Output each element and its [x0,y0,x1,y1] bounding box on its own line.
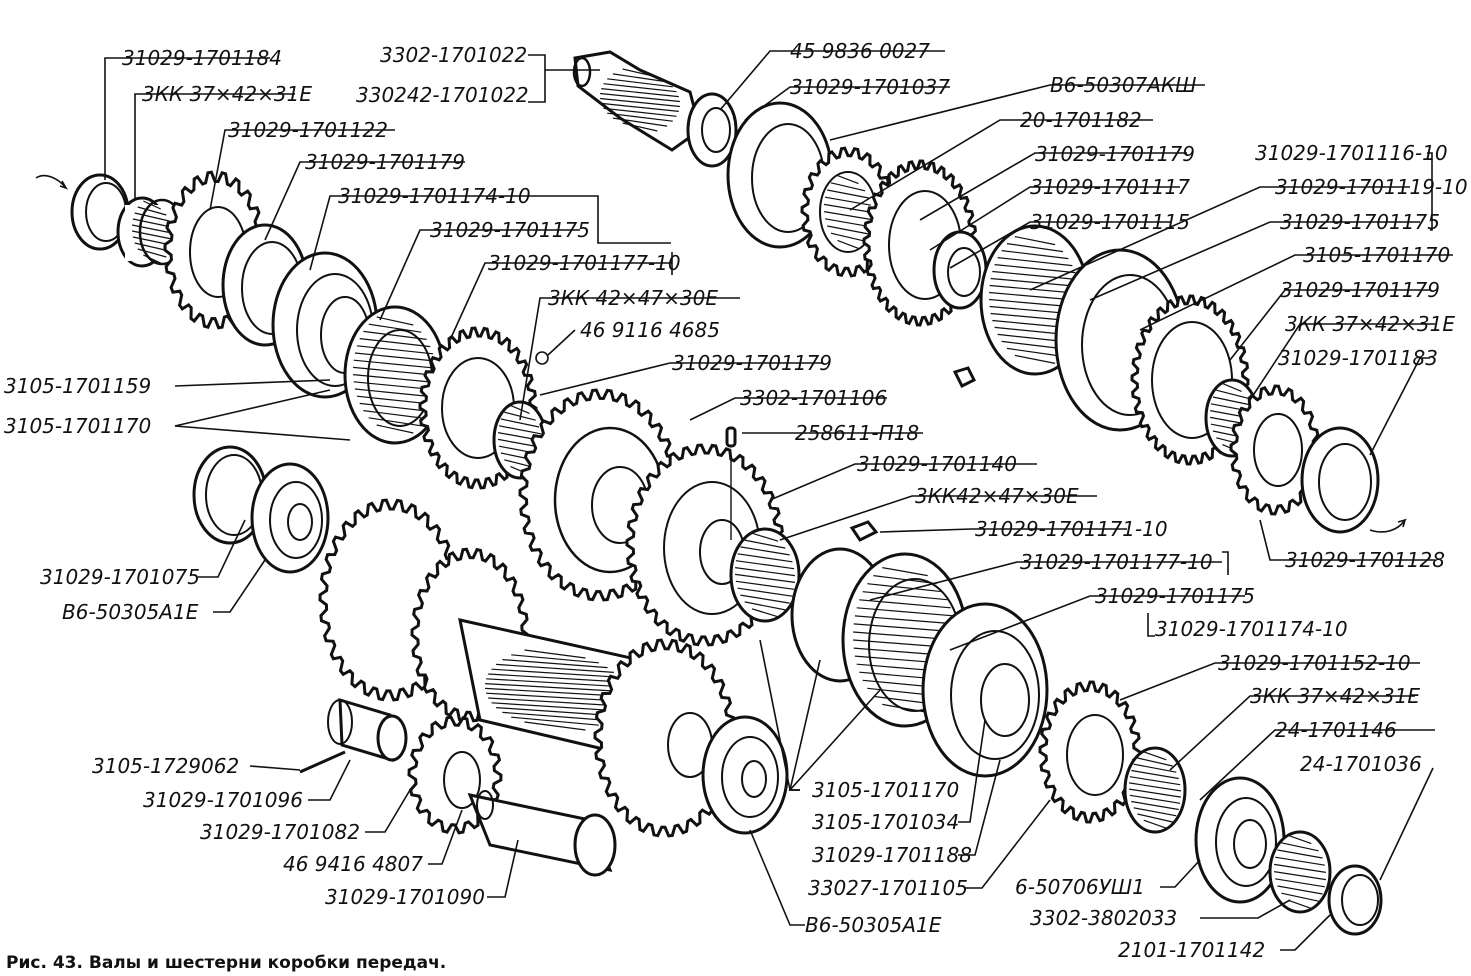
label-l41: 3105-1701170 [4,414,151,438]
label-l15: 31029-1701171-10 [975,517,1168,541]
label-l28: 20-1701182 [1020,108,1142,132]
label-l31: 31029-1701115 [1030,210,1190,234]
threaded-sleeve [1268,830,1332,914]
label-l06: 31029-1701175 [430,218,590,242]
label-l29: 31029-1701179 [1035,142,1195,166]
label-l38: 31029-1701183 [1278,346,1438,370]
needle-bearing-4 [1123,746,1187,834]
label-l44: 3105-1729062 [92,754,239,778]
needle-bearing-3 [729,527,801,623]
splined-ring-1701128 [1300,426,1407,534]
label-l53: 33027-1701105 [808,876,968,900]
gear-1701183 [1229,384,1321,516]
label-l08: 3КК 42×47×30Е [548,286,718,310]
label-l33: 31029-1701119-10 [1275,175,1468,199]
label-l51: 3105-1701034 [812,810,959,834]
label-l35: 3105-1701170 [1303,243,1450,267]
label-l17: 31029-1701175 [1095,584,1255,608]
snap-ring-left [35,173,130,251]
snap-ring-bottom [1327,864,1383,936]
synchro-pack-2 [790,547,1049,778]
label-l19: 31029-1701152-10 [1218,651,1411,675]
label-l22: 24-1701036 [1300,752,1422,776]
label-l05: 31029-1701174-10 [338,184,531,208]
label-l52: 31029-1701188 [812,843,972,867]
label-l39: 31029-1701128 [1285,548,1445,572]
label-l13: 31029-1701140 [857,452,1017,476]
bearing-ring-top [686,92,738,168]
label-l50: 3105-1701170 [812,778,959,802]
parts-illustration [35,50,1407,936]
label-l26: 31029-1701037 [790,75,950,99]
label-l07: 31029-1701177-10 [488,251,681,275]
idler-bushing [299,697,408,774]
label-l25: 45 9836 0027 [790,39,930,63]
label-l02: 3КК 37×42×31Е [142,82,312,106]
label-l45: 31029-1701096 [143,788,303,812]
label-l37: 3КК 37×42×31Е [1285,312,1455,336]
label-l34: 31029-1701175 [1280,210,1440,234]
label-l14: 3КК42×47×30Е [915,484,1079,508]
ball-bearing-50305-left [250,462,330,574]
label-l49: В6-50305А1Е [805,913,942,937]
label-l01: 31029-1701184 [122,46,282,70]
part-number-labels: 31029-1701184 3КК 37×42×31Е 31029-170112… [4,39,1468,973]
label-l03: 31029-1701122 [228,118,388,142]
label-l21: 24-1701146 [1275,718,1397,742]
label-l04: 31029-1701179 [305,150,465,174]
label-l56: 2101-1701142 [1118,938,1265,962]
label-l24: 330242-1701022 [356,83,529,107]
block-1701171 [849,520,879,542]
figure-caption: Рис. 43. Валы и шестерни коробки передач… [6,953,446,973]
label-l09: 46 9116 4685 [580,318,720,342]
countershaft-gears [318,498,737,838]
ball-bearing-50305-right [701,715,789,835]
synchro-ring-group-1 [221,223,379,399]
label-l16: 31029-1701177-10 [1020,550,1213,574]
label-l10: 31029-1701179 [672,351,832,375]
label-l43: В6-50305А1Е [62,600,199,624]
label-l27: В6-50307АКШ [1050,73,1197,97]
label-l54: 6-50706УШ1 [1015,875,1145,899]
label-l55: 3302-3802033 [1030,906,1177,930]
label-l48: 31029-1701090 [325,885,485,909]
label-l47: 46 9416 4807 [283,852,423,876]
label-l12: 258611-П18 [795,421,919,445]
label-l30: 31029-1701117 [1030,175,1190,199]
label-l46: 31029-1701082 [200,820,360,844]
gear-1701152 [1038,680,1142,824]
primary-shaft [572,50,702,152]
label-l36: 31029-1701179 [1280,278,1440,302]
label-l40: 3105-1701159 [4,374,151,398]
label-l11: 3302-1701106 [740,386,887,410]
label-l23: 3302-1701022 [380,43,527,67]
pin-258611 [725,426,737,540]
label-l42: 31029-1701075 [40,565,200,589]
leader-lines [104,50,1453,951]
label-l18: 31029-1701174-10 [1155,617,1348,641]
label-l20: 3КК 37×42×31Е [1250,684,1420,708]
label-l32: 31029-1701116-10 [1255,141,1448,165]
idler-shaft [467,790,617,877]
